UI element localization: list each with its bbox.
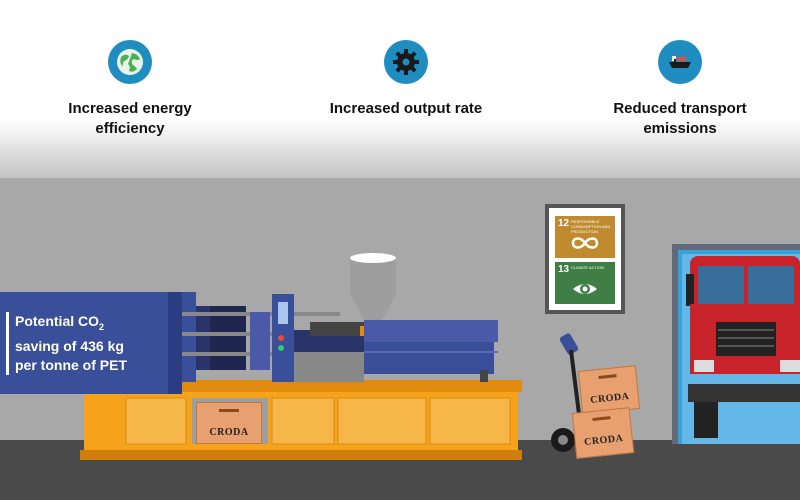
co2-line2: saving of 436 kg [15,337,124,354]
co2-savings-panel [0,292,168,394]
co2-subscript: 2 [99,321,105,332]
benefit-label-line1: Increased energy [68,100,192,117]
eye-earth-icon [573,284,597,294]
infinity-icon [571,237,599,249]
benefit-label-line1: Increased output rate [329,100,483,117]
sdg-text: CLIMATE ACTION [571,265,605,270]
benefit-transport-emissions: Reduced transport emissions [580,40,780,139]
crate-handle [592,416,611,422]
machine-base-cabinet [80,380,522,460]
injection-molding-machine [182,253,498,382]
ship-icon [658,40,702,84]
croda-crate: CRODA [196,402,262,444]
benefit-label-line2: emissions [643,120,717,137]
benefit-label-line1: Reduced transport [613,100,747,117]
crate-brand-label: CRODA [583,432,624,448]
crate-brand-label: CRODA [589,390,630,406]
co2-savings-text: Potential CO2 saving of 436 kg per tonne… [6,312,175,375]
delivery-truck [672,244,800,444]
benefit-output-rate: Increased output rate [306,40,506,119]
header-band [0,0,800,200]
crate-brand-label: CRODA [209,427,249,438]
sdg-number: 12 [558,218,570,229]
crate-handle [598,374,617,380]
sdg-number: 13 [558,264,570,275]
sdg-goal-12-tile: 12 RESPONSIBLE CONSUMPTION AND PRODUCTIO… [555,216,615,258]
benefit-label-line2: efficiency [95,120,165,137]
co2-line3: per tonne of PET [15,356,127,373]
gear-icon [384,40,428,84]
benefit-energy-efficiency: Increased energy efficiency [30,40,230,139]
co2-panel-edge [168,292,182,394]
trolley-crate-bottom: CRODA [571,407,635,459]
crate-handle [219,409,239,412]
trolley-crate-top: CRODA [577,365,641,415]
sdg-poster: 12 RESPONSIBLE CONSUMPTION AND PRODUCTIO… [545,204,625,314]
globe-icon [108,40,152,84]
sdg-text: RESPONSIBLE CONSUMPTION AND PRODUCTION [571,219,611,234]
co2-line1-prefix: Potential CO [15,313,100,329]
sdg-goal-13-tile: 13 CLIMATE ACTION [555,262,615,304]
